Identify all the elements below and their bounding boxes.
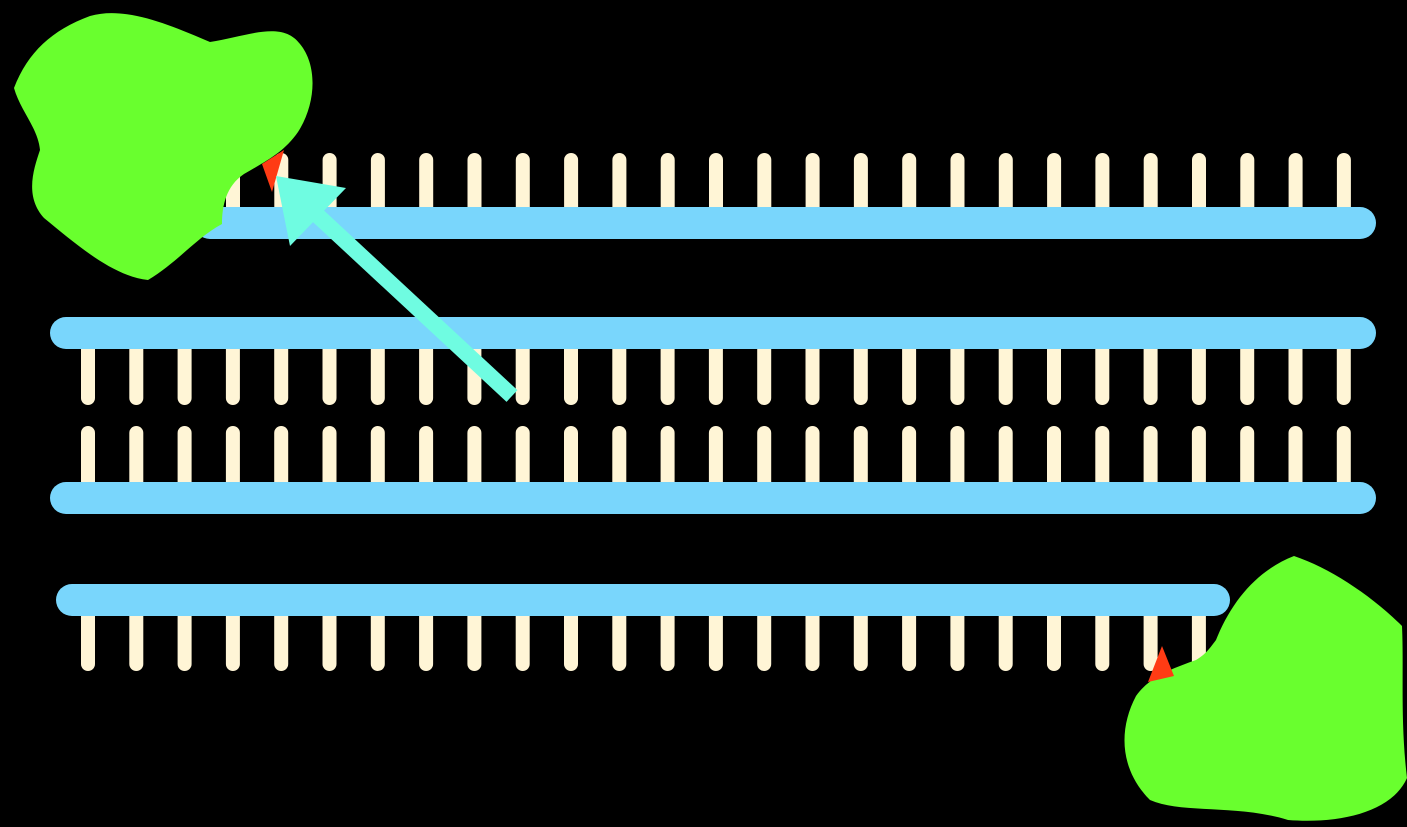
nick-marker-bottom-right bbox=[1148, 646, 1174, 682]
enzyme-bottom-right-blob bbox=[1124, 556, 1407, 821]
base-pair-ticks bbox=[81, 153, 1351, 671]
enzyme-top-left-blob bbox=[14, 13, 313, 281]
nick-marker-top-left bbox=[262, 150, 284, 192]
backbones bbox=[50, 207, 1376, 616]
arrow-up-left-icon bbox=[276, 176, 518, 402]
arrow-shaft bbox=[310, 208, 518, 402]
arrow-head bbox=[276, 176, 346, 246]
